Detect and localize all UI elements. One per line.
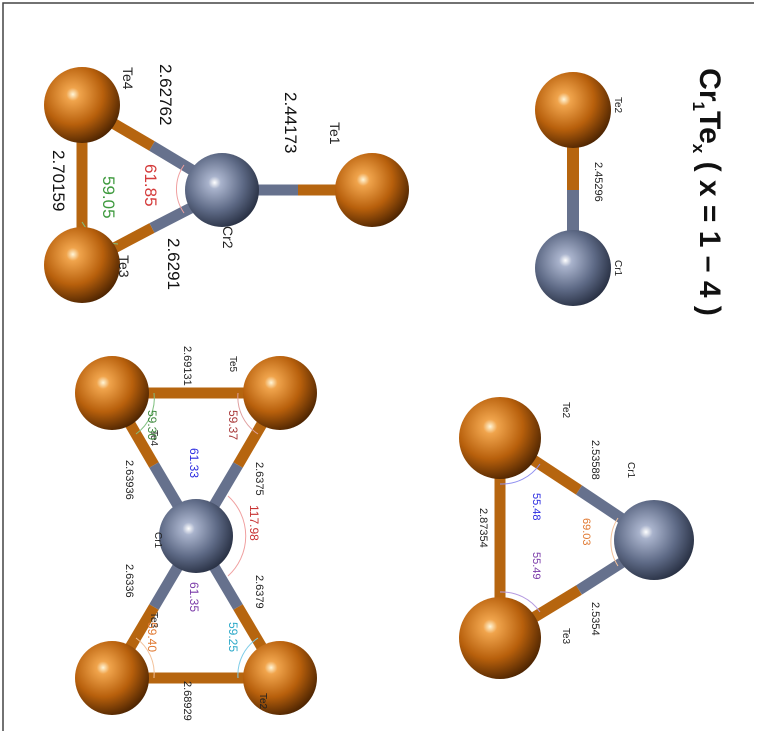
angle-arc-cr1: [610, 517, 619, 567]
bond-length-te4-te5: 2.69131: [181, 346, 193, 386]
angle-arc-te2-cr1-te5: [227, 495, 247, 577]
atom-label-te4: Te4: [120, 67, 136, 90]
atom-te: [535, 72, 611, 148]
angle-value-te4: 59.30: [145, 410, 159, 440]
atom-label-te5: Te5: [227, 356, 238, 373]
angle-value-te2-cr1-te3: 61.35: [187, 582, 201, 612]
title-range: ( x = 1 – 4 ): [693, 153, 726, 316]
title-sub-x: x: [689, 144, 708, 154]
bond-length-label: 2.45296: [592, 162, 604, 202]
atom-label-te3: Te3: [560, 628, 571, 645]
atom-te: [459, 397, 541, 479]
atom-label-cr1: Cr1: [625, 462, 636, 479]
molecule-crte3: Te1 Te4 Te3 Cr2 2.44173 2.62762 2.6291 2…: [44, 64, 409, 303]
atom-te: [335, 153, 409, 227]
atom-label-te2: Te2: [612, 97, 623, 114]
atom-label-cr2: Cr2: [220, 226, 236, 249]
atom-label-te2: Te2: [560, 402, 571, 419]
atom-label-te4: Te4: [148, 430, 159, 447]
angle-arc-te2: [237, 637, 259, 679]
atom-te: [44, 227, 120, 303]
angle-value-te3: 59.40: [145, 622, 159, 652]
title-te: Te: [693, 111, 726, 144]
atom-label-te3: Te3: [116, 255, 132, 278]
bond-length-cr1-te5: 2.6375: [253, 462, 265, 496]
bond-length-cr2-te3: 2.6291: [164, 238, 183, 290]
atom-te: [243, 356, 317, 430]
figure-title: Cr1Tex ( x = 1 – 4 ): [689, 68, 726, 316]
atom-te: [243, 641, 317, 715]
atom-label-cr1: Cr1: [612, 260, 623, 277]
angle-value-cr2: 61.85: [141, 164, 160, 207]
bond-length-cr1-te3: 2.6336: [123, 564, 135, 598]
bond-length-cr2-te4: 2.62762: [156, 64, 175, 125]
angle-value-cr1: 69.03: [580, 518, 592, 546]
bond-length-cr1-te4: 2.63936: [123, 460, 135, 500]
angle-arc-te3: [135, 637, 155, 679]
atom-te: [75, 356, 149, 430]
angle-value-te2: 55.48: [530, 493, 542, 521]
angle-value-te5: 59.37: [226, 410, 240, 440]
bond-length-cr1-te3: 2.5354: [589, 602, 601, 636]
atom-label-cr1: Cr1: [152, 532, 163, 549]
angle-arc-te3: [499, 591, 541, 613]
bond-length-cr1-te2: 2.6379: [253, 575, 265, 609]
atom-label-te3: Te3: [148, 612, 159, 629]
bond-length-cr1-te2: 2.53588: [589, 440, 601, 480]
angle-value-te2: 59.25: [226, 622, 240, 652]
angle-value-te4-cr1-te5: 61.33: [187, 448, 201, 478]
angle-value-te3: 59.05: [99, 176, 118, 219]
bond-length-te3-te4: 2.70159: [49, 150, 68, 211]
angle-arc-cr2: [175, 164, 185, 214]
atom-label-te2: Te2: [257, 693, 268, 710]
angle-arc-te5: [237, 392, 259, 435]
atom-te: [459, 597, 541, 679]
bond-length-cr2-te1: 2.44173: [281, 92, 300, 153]
molecule-crte4: Te5 Te4 Te3 Te2 Cr1 2.69131 2.6375 2.639…: [75, 346, 317, 721]
atom-cr: [614, 500, 694, 580]
title-cr: Cr: [693, 68, 726, 102]
bond-length-te2-te3: 2.68929: [181, 681, 193, 721]
molecule-crte: Te2 Cr1 2.45296: [535, 72, 623, 306]
angle-arc-te2: [499, 463, 541, 485]
atom-te: [44, 67, 120, 143]
atom-cr: [535, 230, 611, 306]
angle-arc-te4: [135, 392, 155, 435]
svg-text:Cr1Tex ( x = 1 – 4 ): Cr1Tex ( x = 1 – 4 ): [689, 68, 726, 316]
title-sub-1: 1: [689, 102, 708, 111]
angle-value-te3: 55.49: [530, 552, 542, 580]
angle-value-te2-cr1-te5: 117.98: [247, 505, 261, 541]
bond-length-te2-te3: 2.87354: [477, 508, 489, 548]
atom-te: [75, 641, 149, 715]
atom-cr: [159, 499, 233, 573]
atom-label-te1: Te1: [327, 122, 343, 145]
molecule-crte2: Te2 Te3 Cr1 2.53588 2.5354 2.87354 69.03…: [459, 397, 694, 679]
atom-cr: [185, 153, 259, 227]
